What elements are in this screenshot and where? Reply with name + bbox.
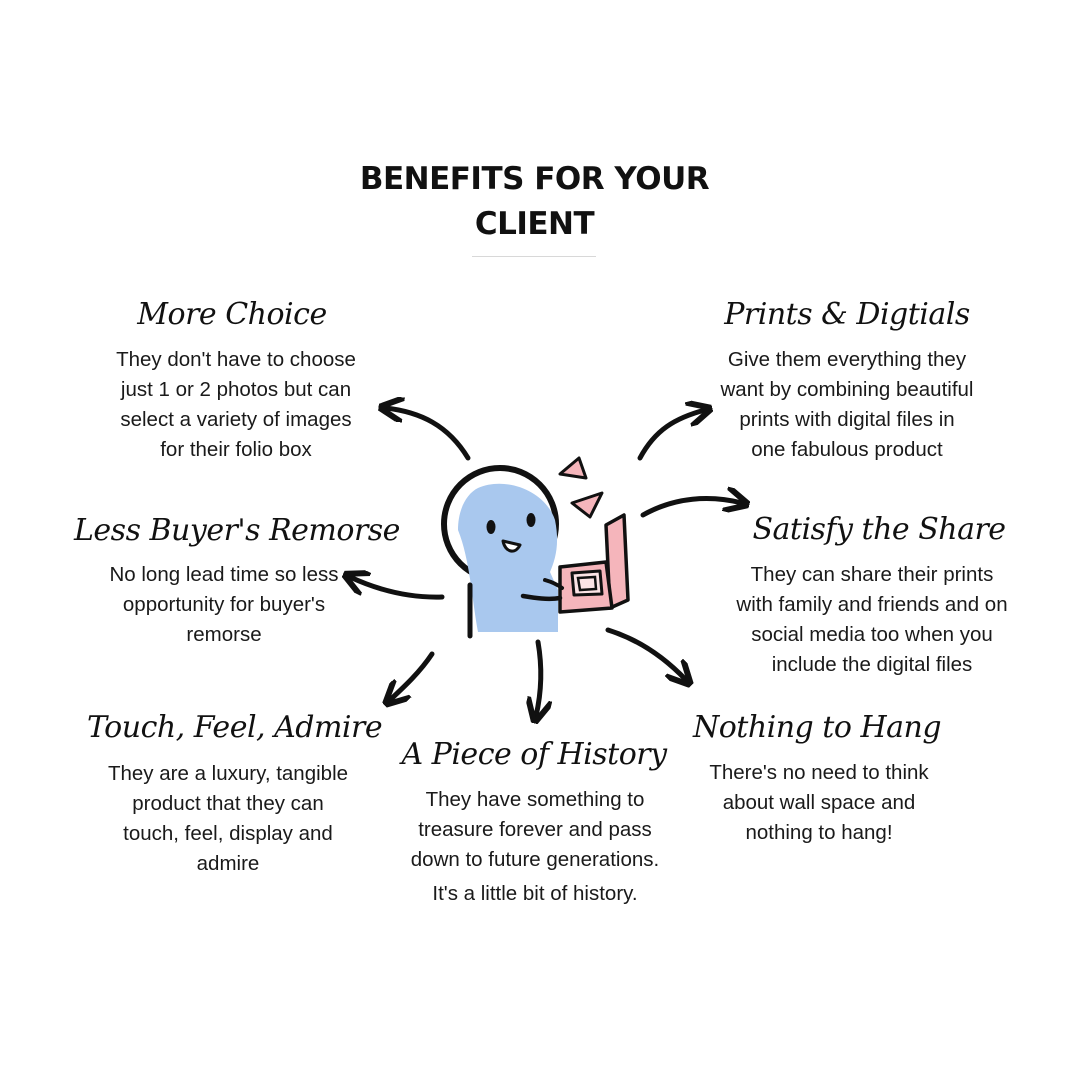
page-title-line1: BENEFITS FOR YOUR bbox=[359, 161, 710, 197]
more-choice-text: They don't have to choose just 1 or 2 ph… bbox=[116, 348, 356, 461]
sparkle-icon bbox=[558, 456, 604, 519]
prints-digitals-heading: Prints & Digtials bbox=[724, 297, 970, 332]
satisfy-share-text: They can share their prints with family … bbox=[736, 563, 1008, 676]
more-choice-heading: More Choice bbox=[137, 297, 327, 332]
character-holding-box-icon bbox=[441, 465, 630, 639]
prints-digitals-text: Give them everything they want by combin… bbox=[720, 348, 974, 461]
arrow-satisfy-share-icon bbox=[640, 499, 742, 518]
arrow-less-remorse-icon bbox=[350, 577, 445, 600]
touch-feel-heading: Touch, Feel, Admire bbox=[87, 710, 383, 745]
less-remorse-text: No long lead time so less opportunity fo… bbox=[109, 563, 339, 646]
touch-feel-text: They are a luxury, tangible product that… bbox=[107, 762, 349, 875]
nothing-hang-text: There's no need to think about wall spac… bbox=[709, 761, 929, 844]
less-remorse-heading: Less Buyer's Remorse bbox=[74, 513, 400, 548]
nothing-hang-heading: Nothing to Hang bbox=[692, 710, 942, 745]
piece-history-heading: A Piece of History bbox=[401, 737, 667, 772]
title-divider bbox=[472, 256, 596, 257]
arrow-more-choice-icon bbox=[386, 408, 471, 461]
satisfy-share-heading: Satisfy the Share bbox=[752, 512, 1006, 547]
piece-history-text: They have something to treasure forever … bbox=[410, 788, 660, 871]
arrow-piece-history-icon bbox=[536, 639, 541, 716]
arrow-touch-feel-icon bbox=[390, 651, 435, 700]
arrow-prints-digitals-icon bbox=[637, 410, 705, 461]
arrow-nothing-hang-icon bbox=[605, 627, 686, 680]
piece-history-extra: It's a little bit of history. bbox=[432, 882, 638, 905]
page-title-line2: CLIENT bbox=[474, 206, 595, 242]
